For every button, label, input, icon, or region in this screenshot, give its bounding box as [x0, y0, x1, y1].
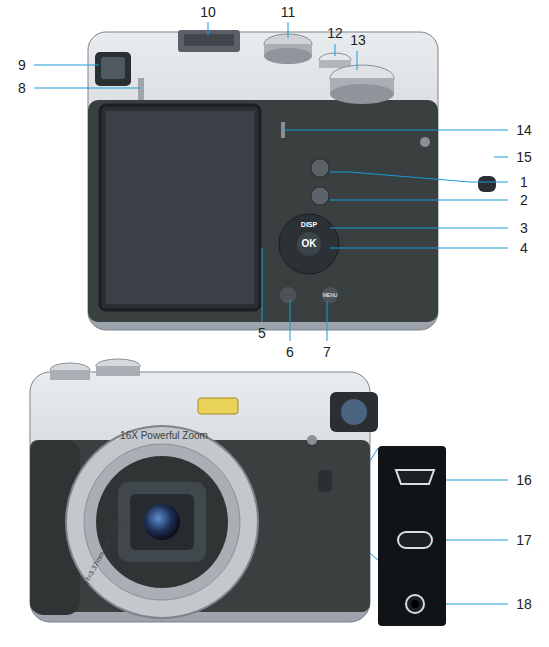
callout-number: 13 — [350, 33, 366, 47]
printed-marking: DISP — [301, 221, 317, 228]
callout-number: 9 — [18, 58, 26, 72]
callout-number: 7 — [323, 345, 331, 359]
callout-number: 15 — [516, 150, 532, 164]
callout-number: 14 — [516, 123, 532, 137]
callout-number: 11 — [281, 5, 296, 19]
callout-number: 17 — [516, 533, 532, 547]
callout-number: 8 — [18, 81, 26, 95]
printed-marking: MENU — [323, 293, 338, 298]
camera-back — [88, 30, 496, 330]
camera-front — [30, 359, 378, 622]
port-panel — [378, 446, 446, 626]
callout-number: 2 — [520, 193, 528, 207]
callout-number: 6 — [286, 345, 294, 359]
callout-number: 16 — [516, 473, 532, 487]
callout-number: 18 — [516, 597, 532, 611]
printed-marking: OK — [302, 239, 317, 249]
callout-number: 1 — [520, 175, 528, 189]
callout-number: 3 — [520, 221, 528, 235]
printed-marking: 16X Powerful Zoom — [120, 431, 208, 441]
callout-number: 10 — [200, 5, 216, 19]
callout-number: 5 — [258, 326, 266, 340]
callout-number: 4 — [520, 241, 528, 255]
callout-number: 12 — [327, 26, 343, 40]
